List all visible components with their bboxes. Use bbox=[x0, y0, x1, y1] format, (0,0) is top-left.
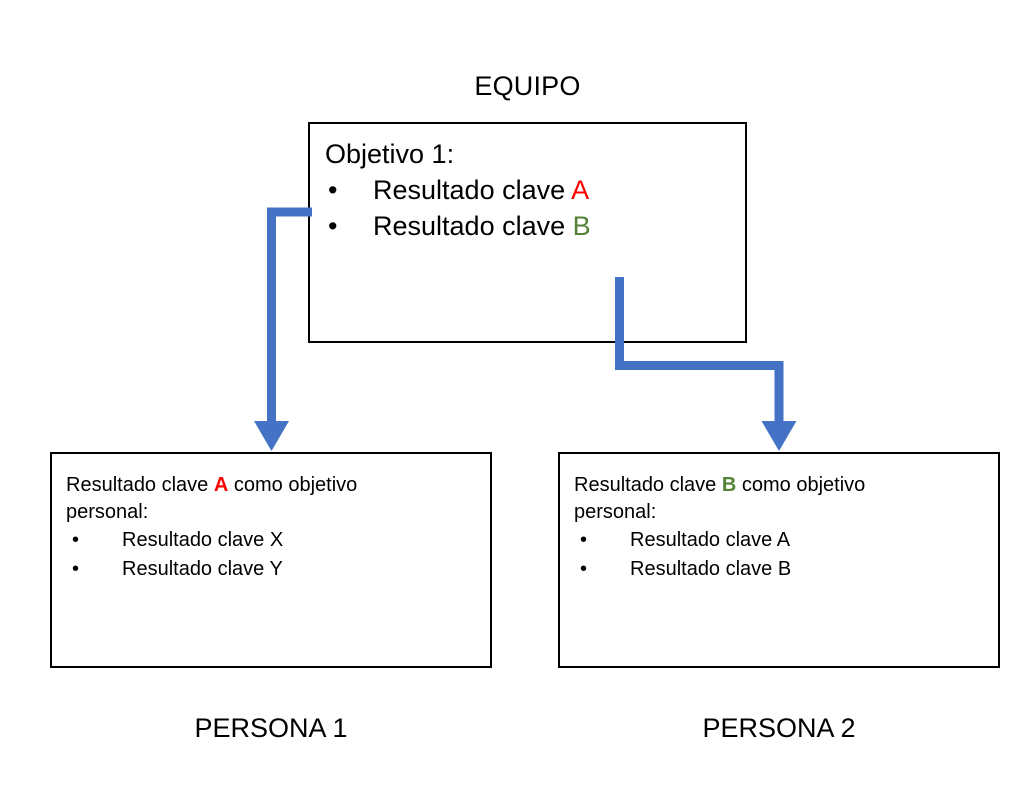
person1-key-result-1-text: Resultado clave X bbox=[122, 529, 284, 551]
person1-caption: PERSONA 1 bbox=[194, 713, 348, 743]
person2-heading-prefix: Resultado clave bbox=[574, 474, 722, 496]
person2-heading: Resultado clave B como objetivo personal… bbox=[574, 472, 988, 526]
bullet-icon: • bbox=[328, 175, 338, 205]
team-objective-box[interactable]: Objetivo 1: • Resultado clave A • Resultad… bbox=[308, 122, 747, 343]
team-key-result-b: • Resultado clave B bbox=[325, 208, 739, 244]
person1-key-result-2: • Resultado clave Y bbox=[66, 555, 480, 584]
team-box-content: Objetivo 1: • Resultado clave A • Resultad… bbox=[325, 136, 739, 244]
person1-heading-suffix: como objetivo bbox=[228, 474, 358, 496]
team-key-result-a: • Resultado clave A bbox=[325, 172, 739, 208]
team-key-result-b-text: Resultado clave bbox=[373, 211, 573, 241]
person2-caption: PERSONA 2 bbox=[702, 713, 856, 743]
person2-heading-key-letter: B bbox=[721, 474, 737, 496]
team-objective-heading: Objetivo 1: bbox=[325, 139, 455, 169]
bullet-icon: • bbox=[72, 529, 80, 551]
person1-key-results-list: • Resultado clave X • Resultado clave Y bbox=[66, 526, 480, 584]
person1-box-content: Resultado clave A como objetivo personal… bbox=[66, 472, 480, 584]
team-key-results-list: • Resultado clave A • Resultado clave B bbox=[325, 172, 739, 244]
person1-heading-line2: personal: bbox=[66, 501, 149, 523]
person1-key-result-1: • Resultado clave X bbox=[66, 526, 480, 555]
person2-objective-box[interactable]: Resultado clave B como objetivo personal… bbox=[558, 452, 1000, 668]
bullet-icon: • bbox=[328, 211, 338, 241]
team-key-result-a-letter: A bbox=[571, 175, 590, 205]
person2-heading-line2: personal: bbox=[574, 501, 657, 523]
person1-objective-box[interactable]: Resultado clave A como objetivo personal… bbox=[50, 452, 492, 668]
team-key-result-a-text: Resultado clave bbox=[373, 175, 572, 205]
team-key-result-b-letter: B bbox=[572, 211, 591, 241]
arrow-team-to-person1-icon bbox=[254, 207, 312, 451]
bullet-icon: • bbox=[580, 558, 588, 580]
person2-key-results-list: • Resultado clave A • Resultado clave B bbox=[574, 526, 988, 584]
person2-key-result-1-text: Resultado clave A bbox=[630, 529, 791, 551]
bullet-icon: • bbox=[72, 558, 80, 580]
person1-heading-prefix: Resultado clave bbox=[66, 474, 214, 496]
team-title: EQUIPO bbox=[474, 71, 581, 101]
person1-key-result-2-text: Resultado clave Y bbox=[122, 558, 283, 580]
person1-heading-key-letter: A bbox=[213, 474, 229, 496]
person2-key-result-2: • Resultado clave B bbox=[574, 555, 988, 584]
person2-heading-suffix: como objetivo bbox=[736, 474, 866, 496]
person2-box-content: Resultado clave B como objetivo personal… bbox=[574, 472, 988, 584]
bullet-icon: • bbox=[580, 529, 588, 551]
person1-heading: Resultado clave A como objetivo personal… bbox=[66, 472, 480, 526]
person2-key-result-1: • Resultado clave A bbox=[574, 526, 988, 555]
person2-key-result-2-text: Resultado clave B bbox=[630, 558, 792, 580]
